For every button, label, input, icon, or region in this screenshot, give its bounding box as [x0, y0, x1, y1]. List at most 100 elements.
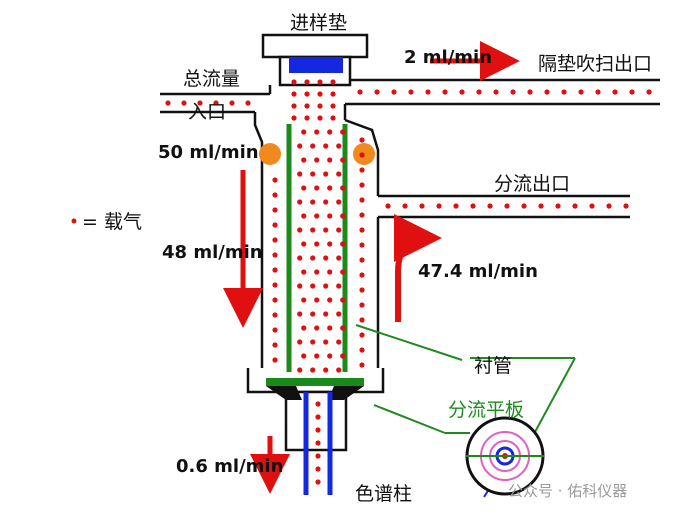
carrier-gas-dot [310, 311, 316, 317]
carrier-gas-dot [301, 241, 307, 247]
carrier-gas-dot [304, 103, 310, 109]
carrier-gas-dot [304, 115, 310, 121]
carrier-gas-dot [504, 203, 510, 209]
carrier-gas-dot [487, 203, 493, 209]
carrier-gas-dot [521, 203, 527, 209]
carrier-gas-dot [213, 100, 219, 106]
carrier-gas-dot [314, 213, 320, 219]
carrier-gas-dot [336, 171, 342, 177]
carrier-gas-dot [476, 89, 482, 95]
carrier-gas-dot [297, 367, 303, 373]
carrier-gas-dot [315, 479, 321, 485]
carrier-gas-dot [359, 167, 365, 173]
flow-arrows [223, 41, 520, 494]
carrier-gas-dot [315, 453, 321, 459]
carrier-gas-dot [555, 203, 561, 209]
carrier-gas-dot [310, 283, 316, 289]
carrier-gas-dot [359, 272, 365, 278]
carrier-gas-dot [336, 283, 342, 289]
septum-nut [261, 33, 369, 59]
carrier-gas-dot [310, 199, 316, 205]
carrier-gas-dot [606, 203, 612, 209]
septum-label: 进样垫 [290, 12, 347, 34]
liner [286, 124, 348, 372]
column-label: 色谱柱 [355, 483, 412, 505]
carrier-gas-dot [327, 353, 333, 359]
carrier-gas-dot [436, 203, 442, 209]
carrier-gas-legend-label: = 载气 [82, 211, 142, 233]
carrier-gas-dot [646, 89, 652, 95]
carrier-gas-dot [291, 91, 297, 97]
carrier-gas-dot [197, 100, 203, 106]
carrier-gas-dot [301, 297, 307, 303]
septum-purge-outlet-label: 隔垫吹扫出口 [538, 53, 652, 75]
carrier-gas-dot [340, 241, 346, 247]
split-flow-arrow [393, 214, 442, 322]
carrier-gas-dot [572, 203, 578, 209]
carrier-gas-dot [272, 222, 278, 228]
carrier-gas-dot [314, 325, 320, 331]
carrier-gas-dot [310, 255, 316, 261]
carrier-gas-dot [310, 367, 316, 373]
carrier-gas-dot [589, 203, 595, 209]
carrier-gas-dot [323, 283, 329, 289]
carrier-gas-dot [330, 103, 336, 109]
carrier-gas-dot [314, 185, 320, 191]
carrier-gas-dot [510, 89, 516, 95]
carrier-gas-dot [181, 100, 187, 106]
carrier-gas-dot [272, 342, 278, 348]
downward-flow-value: 48 ml/min [162, 242, 263, 263]
carrier-gas-dot [323, 171, 329, 177]
carrier-gas-dot [340, 297, 346, 303]
carrier-gas-dot [453, 203, 459, 209]
carrier-gas-dot [359, 287, 365, 293]
watermark-text: 公众号 · 佑科仪器 [508, 482, 627, 500]
carrier-gas-dot [301, 353, 307, 359]
carrier-gas-dot [315, 427, 321, 433]
carrier-gas-legend-dot [71, 218, 77, 224]
carrier-gas-dot [301, 269, 307, 275]
carrier-gas-dot [459, 89, 465, 95]
carrier-gas-dot [297, 255, 303, 261]
carrier-gas-dot [317, 115, 323, 121]
carrier-gas-dot [327, 157, 333, 163]
carrier-gas-dot [165, 100, 171, 106]
carrier-gas-dot [301, 157, 307, 163]
carrier-gas-dot [340, 353, 346, 359]
carrier-gas-dot [272, 327, 278, 333]
carrier-gas-dot [359, 227, 365, 233]
septum [289, 57, 343, 73]
carrier-gas-dot [359, 317, 365, 323]
column [303, 392, 333, 495]
purge-flow-value: 2 ml/min [404, 47, 492, 68]
carrier-gas-dot [297, 339, 303, 345]
carrier-gas-dot [359, 212, 365, 218]
carrier-gas-dot [359, 347, 365, 353]
carrier-gas-dot [301, 213, 307, 219]
split-plate-label: 分流平板 [448, 399, 524, 421]
carrier-gas-dot [385, 203, 391, 209]
split-flow-value: 47.4 ml/min [418, 261, 538, 282]
carrier-gas-dot [327, 325, 333, 331]
carrier-gas-dot [336, 339, 342, 345]
carrier-gas-dot [336, 311, 342, 317]
carrier-gas-dot [340, 129, 346, 135]
carrier-gas-dot [323, 227, 329, 233]
carrier-gas-dot [310, 227, 316, 233]
carrier-gas-dot [359, 362, 365, 368]
carrier-gas-dot [442, 89, 448, 95]
carrier-gas-dot [315, 440, 321, 446]
total-flow-label: 总流量 [183, 68, 240, 90]
carrier-gas-dot [229, 100, 235, 106]
split-plate-detail [465, 416, 545, 496]
carrier-gas-dot [310, 143, 316, 149]
carrier-gas-dot [419, 203, 425, 209]
carrier-gas-dot [317, 91, 323, 97]
carrier-gas-dot [493, 89, 499, 95]
carrier-gas-dot [330, 115, 336, 121]
carrier-gas-dot [314, 241, 320, 247]
carrier-gas-dot [359, 152, 365, 158]
carrier-gas-dot [291, 103, 297, 109]
carrier-gas-dot [291, 115, 297, 121]
